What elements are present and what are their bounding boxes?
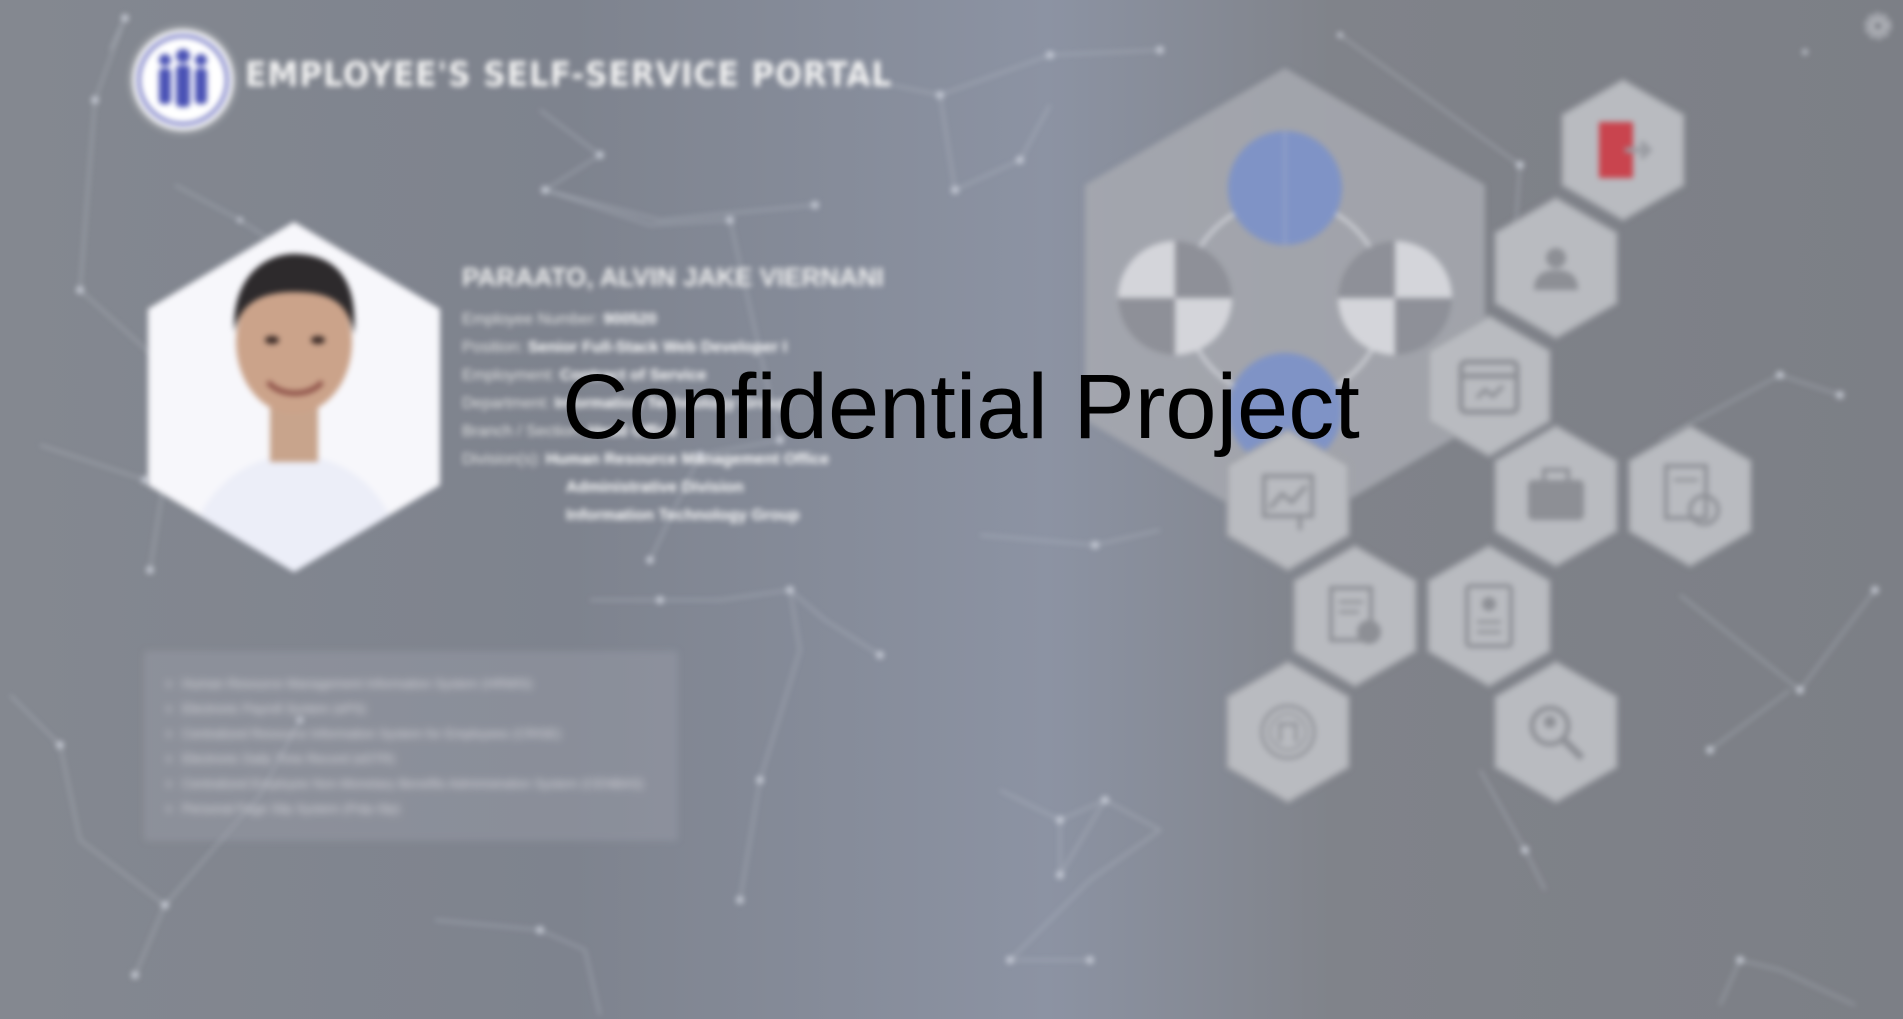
hex-tile-shape[interactable] (1493, 660, 1619, 804)
hex-tile-logout[interactable] (1560, 78, 1686, 222)
logout-icon (1599, 122, 1653, 178)
hex-tile-id-card[interactable] (1426, 544, 1552, 688)
gear-icon[interactable] (1862, 10, 1894, 42)
department-row: Department: Information Technology Group (462, 395, 788, 413)
branch-label: Branch / Section: (462, 423, 584, 440)
position-value: Senior Full-Stack Web Developer I (527, 339, 788, 356)
profile-photo (140, 222, 448, 572)
chart-analytics-icon (1262, 474, 1314, 530)
employment-row: Employment: Contract of Service (462, 367, 707, 385)
employee-number-label: Employee Number: (462, 311, 599, 328)
hex-tile-shape[interactable] (1426, 314, 1552, 458)
document-settings-icon (1329, 586, 1381, 644)
branch-row: Branch / Section: Head Office (462, 423, 677, 441)
portal-title: EMPLOYEE'S SELF-SERVICE PORTAL (245, 55, 893, 95)
hex-tile-analytics[interactable] (1225, 428, 1351, 572)
search-person-icon (1529, 705, 1585, 761)
employees-group-icon (137, 34, 229, 126)
system-link[interactable]: Electronic Daily Time Record (eDTR) (182, 746, 660, 771)
hex-tile-shape[interactable] (1426, 544, 1552, 688)
official-seal-icon (1260, 704, 1316, 760)
hex-graphic-decoration (1085, 68, 1485, 537)
system-link[interactable]: Centralized Employee Non-Monetary Benefi… (182, 771, 660, 796)
position-row: Position: Senior Full-Stack Web Develope… (462, 339, 787, 357)
employee-name: PARAATO, ALVIN JAKE VIERNANI (462, 262, 884, 292)
division-value-3: Information Technology Group (566, 507, 800, 524)
hex-tile-profile[interactable] (1493, 196, 1619, 340)
hex-tile-seal[interactable] (1225, 660, 1351, 804)
department-label: Department: (462, 395, 551, 412)
division-value-2: Administrative Division (566, 479, 744, 496)
hex-tile-calendar[interactable] (1426, 314, 1552, 458)
system-link[interactable]: Human Resource Management Information Sy… (182, 671, 660, 696)
hex-tile-briefcase[interactable] (1493, 424, 1619, 568)
report-clock-icon (1664, 464, 1720, 526)
portal-logo[interactable] (133, 30, 233, 130)
department-value: Information Technology Group (554, 395, 788, 412)
system-link[interactable]: Centralized Resource Information System … (182, 721, 660, 746)
confidential-overlay-text: Confidential Project (562, 356, 1360, 458)
hex-tile-reports-clock[interactable] (1627, 424, 1753, 568)
system-link[interactable]: Personal Page Slip System (Pslp-Slp) (182, 796, 660, 821)
systems-list: Human Resource Management Information Sy… (182, 671, 660, 821)
user-profile-icon (1534, 248, 1578, 290)
hex-tile-shape[interactable] (1292, 544, 1418, 688)
hex-tile-documents[interactable] (1292, 544, 1418, 688)
employment-value: Contract of Service (559, 367, 707, 384)
division-row: Division(s): Human Resource Management O… (462, 451, 829, 469)
id-document-icon (1465, 584, 1513, 648)
calendar-icon (1458, 359, 1520, 415)
briefcase-icon (1528, 468, 1584, 520)
employment-label: Employment: (462, 367, 556, 384)
division-label: Division(s): (462, 451, 542, 468)
employee-number-value: 900520 (603, 311, 657, 328)
hex-tile-shape[interactable] (1627, 424, 1753, 568)
employee-number-row: Employee Number: 900520 (462, 311, 657, 329)
system-link[interactable]: Electronic Payroll System (ePS) (182, 696, 660, 721)
division-value-1: Human Resource Management Office (545, 451, 830, 468)
branch-value: Head Office (588, 423, 678, 440)
position-label: Position: (462, 339, 524, 356)
systems-list-panel: Human Resource Management Information Sy… (145, 652, 677, 840)
hex-tile-shape[interactable] (1225, 660, 1351, 804)
hex-tile-search[interactable] (1493, 660, 1619, 804)
